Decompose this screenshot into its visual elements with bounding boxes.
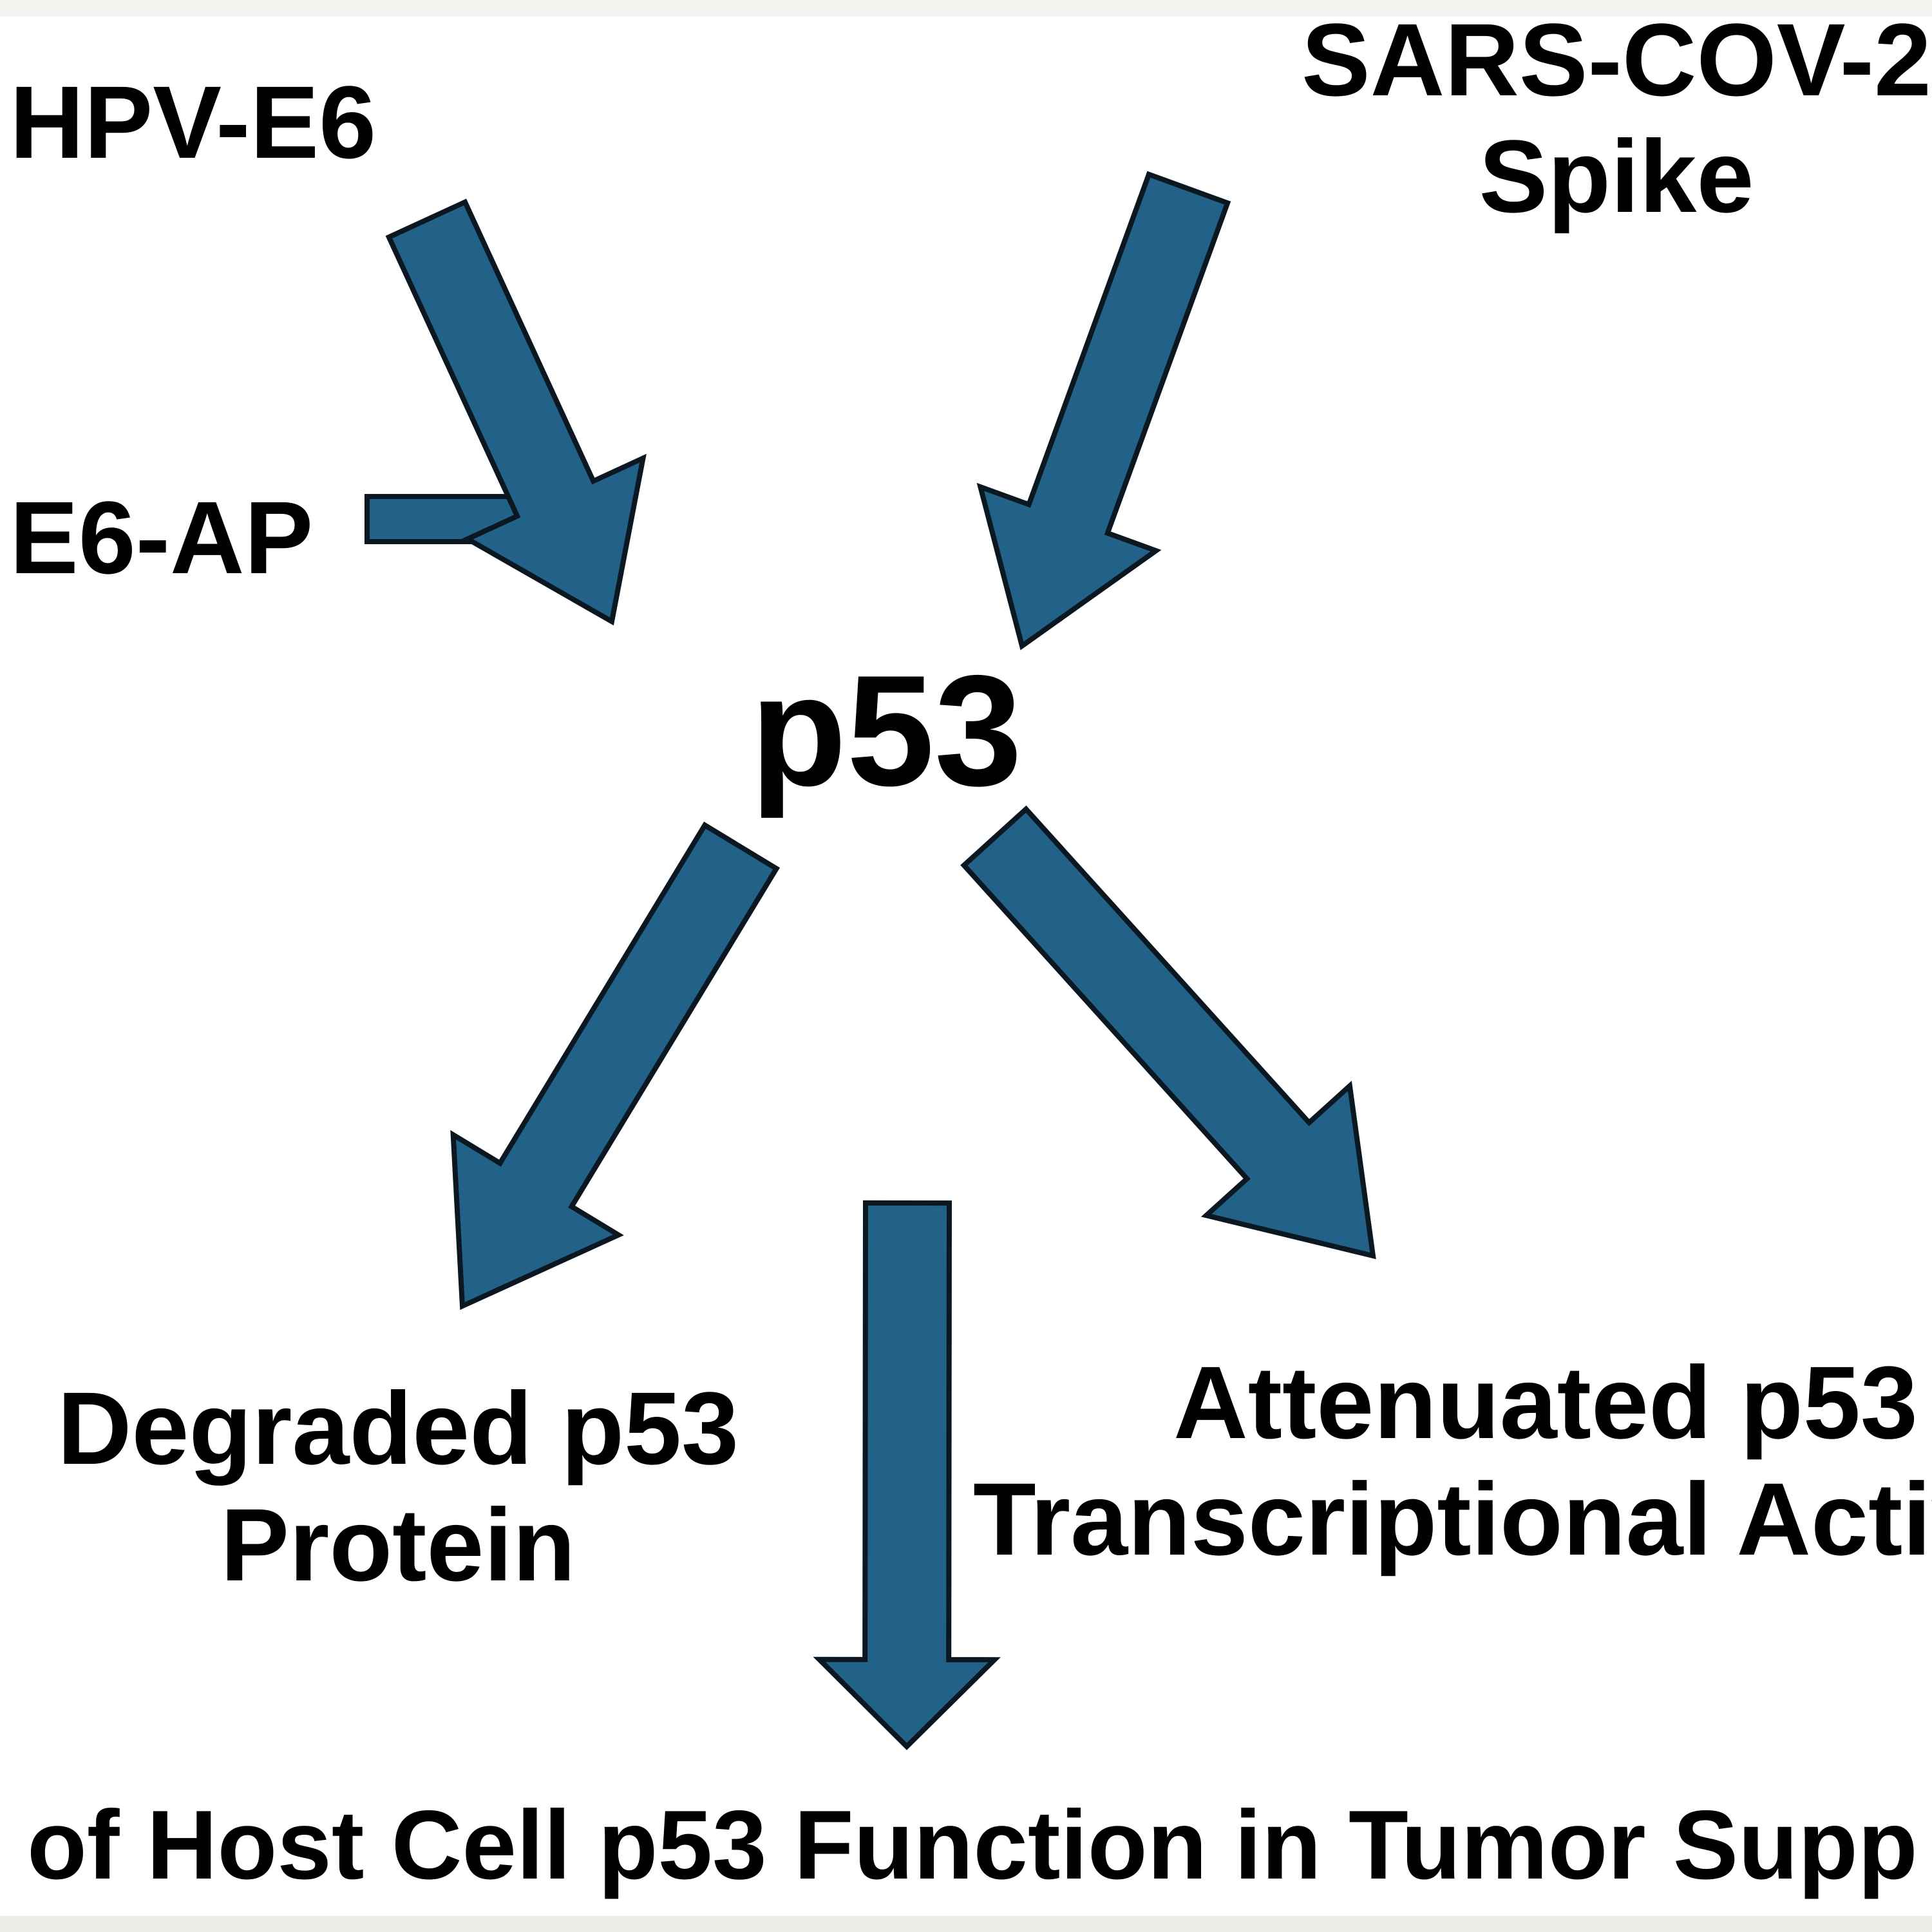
label-sars-cov-2: SARS-COV-2 Spike xyxy=(1302,2,1931,235)
label-attenuated-p53: Attenuated p53 xyxy=(1173,1345,1918,1460)
arrow-p53-to-bottom xyxy=(813,1200,1001,1750)
label-degraded-p53-line1: Degraded p53 xyxy=(57,1370,739,1486)
arrow-hpv-to-p53 xyxy=(385,198,647,626)
bottom-edge-band xyxy=(0,1916,1932,1932)
label-sars-cov-2-line1: SARS-COV-2 xyxy=(1302,2,1931,117)
arrow-spike-to-p53 xyxy=(976,171,1231,650)
label-p53: p53 xyxy=(750,642,1023,819)
label-transcriptional-activity: Transcriptional Activ xyxy=(973,1461,1932,1577)
label-degraded-p53-line2: Protein xyxy=(220,1486,576,1602)
arrow-p53-to-degraded xyxy=(450,821,781,1311)
label-host-cell-function: of Host Cell p53 Function in Tumor Supp xyxy=(27,1790,1918,1900)
label-sars-cov-2-line2: Spike xyxy=(1479,118,1754,234)
label-e6-ap: E6-AP xyxy=(10,480,314,595)
label-hpv-e6: HPV-E6 xyxy=(10,64,377,180)
top-edge-band xyxy=(0,0,1932,17)
label-degraded-p53: Degraded p53 Protein xyxy=(57,1370,739,1604)
arrow-p53-to-attenuated xyxy=(960,805,1376,1260)
